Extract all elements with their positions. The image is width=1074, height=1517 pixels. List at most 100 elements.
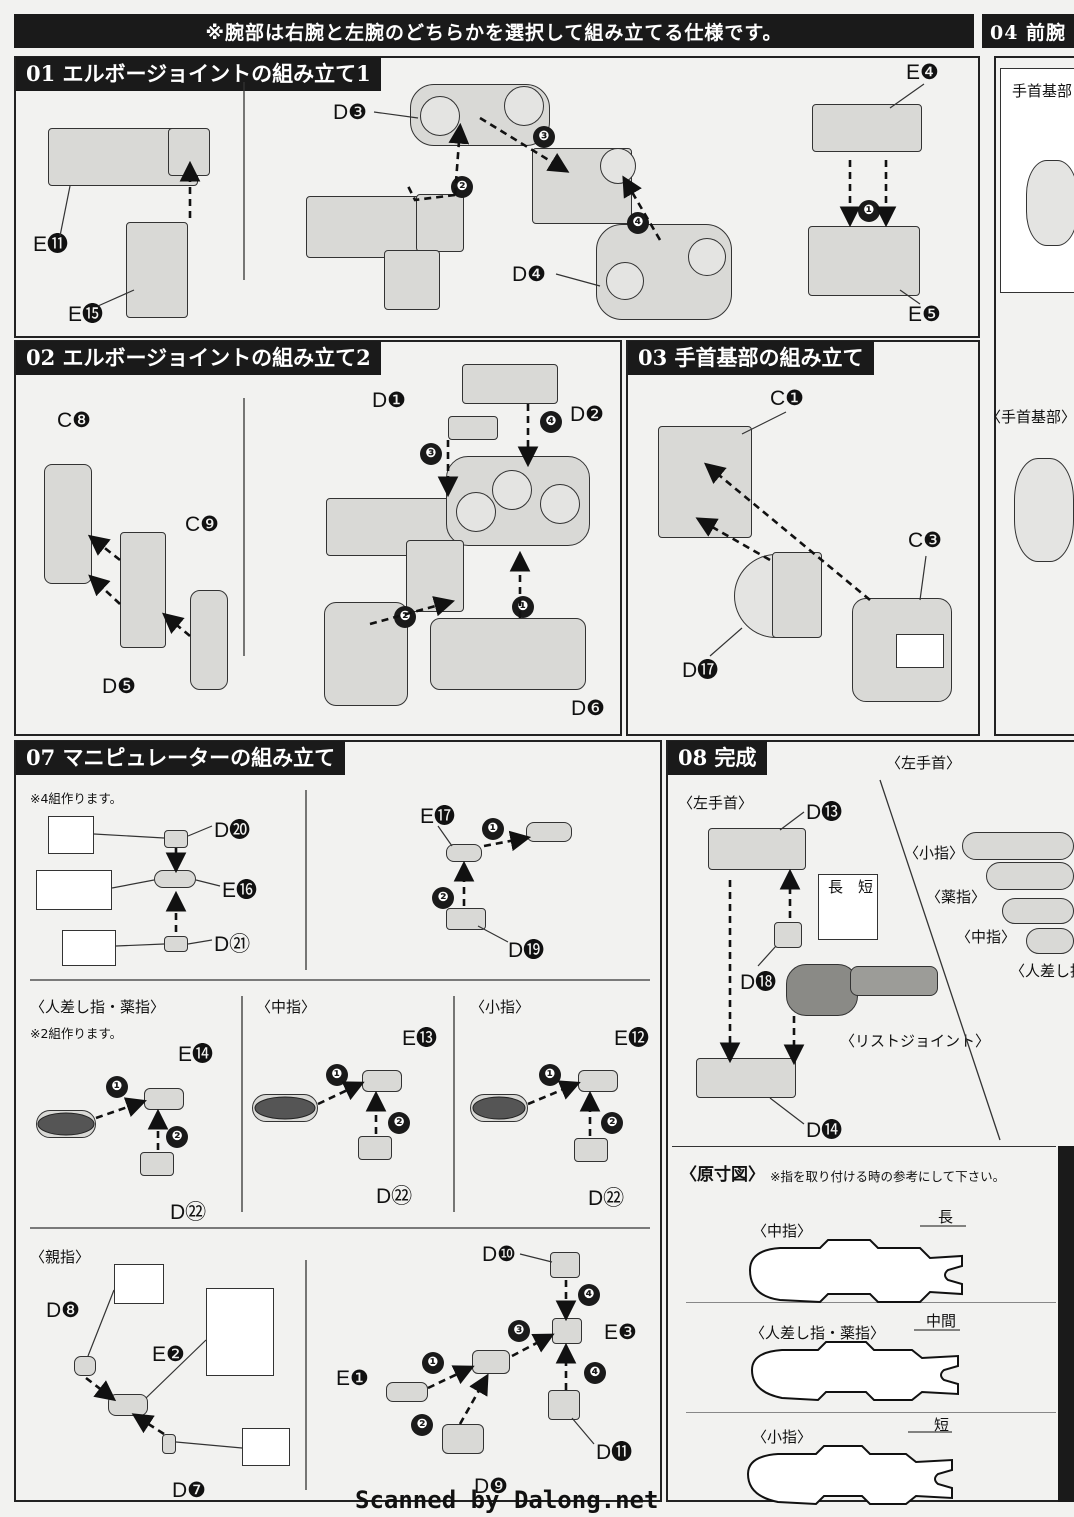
part-label-C3: C❸ bbox=[908, 529, 942, 552]
leader-box-d7 bbox=[175, 1441, 243, 1449]
detail-box-d20 bbox=[48, 816, 94, 854]
ring-finger-assembled bbox=[986, 862, 1074, 890]
section-01-title: 01 エルボージョイントの組み立て1 bbox=[16, 57, 381, 91]
leader-d14 bbox=[769, 1097, 805, 1125]
size-index-tag: 中間 bbox=[926, 1312, 957, 1330]
leader-e5 bbox=[899, 289, 921, 305]
part-label-D8: D❽ bbox=[46, 1299, 80, 1322]
leader-d17 bbox=[709, 627, 743, 657]
step-badge-2: ❷ bbox=[388, 1112, 410, 1134]
size-middle-finger-outline bbox=[748, 1239, 963, 1304]
arrow-3 bbox=[479, 116, 570, 173]
step-badge-1: ❶ bbox=[482, 818, 504, 840]
actual-size-divider bbox=[672, 1146, 1056, 1147]
middle-finger-cap bbox=[358, 1136, 392, 1160]
length-key-long: 長 bbox=[828, 878, 844, 896]
e1-part bbox=[386, 1382, 428, 1402]
step-badge-3: ❸ bbox=[533, 126, 555, 148]
leader-e17 bbox=[437, 825, 453, 847]
section-07-title: 07 マニピュレーターの組み立て bbox=[16, 741, 346, 775]
part-label-C8: C❽ bbox=[57, 409, 91, 432]
d20-part bbox=[164, 830, 188, 848]
step-badge-2: ❷ bbox=[601, 1112, 623, 1134]
d11-part bbox=[548, 1390, 580, 1420]
arrow-mid-1 bbox=[317, 1081, 365, 1106]
detail-box-e16 bbox=[36, 870, 112, 910]
d5-part bbox=[120, 532, 166, 648]
detail-box-d8 bbox=[114, 1264, 164, 1304]
d6-part bbox=[430, 618, 586, 690]
step-badge-4: ❹ bbox=[578, 1284, 600, 1306]
middle-finger-label: 〈中指〉 bbox=[956, 928, 1017, 946]
left-wrist-label: 〈左手首〉 bbox=[678, 794, 754, 812]
leader-box-d20 bbox=[93, 833, 165, 839]
arrow-e1 bbox=[427, 1365, 475, 1390]
ring-finger-label: 〈薬指〉 bbox=[926, 888, 987, 906]
d18-part bbox=[774, 922, 802, 948]
part-label-D13: D⓭ bbox=[806, 801, 843, 824]
next-section-banner: 04 前腕 bbox=[982, 14, 1074, 48]
elbow-socket-mid bbox=[492, 470, 532, 510]
leader-d11 bbox=[571, 1417, 595, 1445]
c9-part bbox=[190, 590, 228, 690]
detail-box-d7 bbox=[242, 1428, 290, 1466]
leader-box-d21 bbox=[115, 943, 165, 947]
actual-size-note: ※指を取り付ける時の参考にして下さい。 bbox=[770, 1169, 1006, 1184]
part-label-D5: D❺ bbox=[102, 675, 136, 698]
step-badge-2: ❷ bbox=[394, 606, 416, 628]
d2-part bbox=[462, 364, 558, 404]
part-label-E11: E⓫ bbox=[33, 233, 69, 256]
section-03-title: 03 手首基部の組み立て bbox=[628, 341, 874, 375]
step-badge-1: ❶ bbox=[106, 1076, 128, 1098]
thumb-joint-part bbox=[472, 1350, 510, 1374]
arrow-2-d3 bbox=[406, 128, 460, 202]
part-label-E12: E⓬ bbox=[614, 1027, 650, 1050]
d21-part bbox=[164, 936, 188, 952]
leader-d19 bbox=[477, 925, 509, 943]
step-badge-4: ❹ bbox=[627, 212, 649, 234]
part-label-D2: D❷ bbox=[570, 403, 604, 426]
leader-d20 bbox=[187, 825, 213, 837]
leader-box-e2 bbox=[145, 1339, 207, 1399]
part-label-E2: E❷ bbox=[152, 1343, 185, 1366]
middle-finger-shade bbox=[254, 1096, 316, 1120]
d4-right-socket bbox=[688, 238, 726, 276]
little-finger-assembled bbox=[962, 832, 1074, 860]
d9-part bbox=[442, 1424, 484, 1454]
size-index-label: 〈人差し指・薬指〉 bbox=[750, 1324, 886, 1342]
leader-box-d8 bbox=[87, 1289, 115, 1357]
arrow-d5-c8-a bbox=[87, 534, 121, 562]
leader-e11 bbox=[59, 185, 71, 237]
next-section-banner-text: 04 前腕 bbox=[990, 21, 1067, 44]
part-label-D21: D㉑ bbox=[214, 933, 251, 956]
size-little-tag: 短 bbox=[934, 1416, 950, 1434]
part-label-E1: E❶ bbox=[336, 1367, 369, 1390]
part-label-D10: D❿ bbox=[482, 1243, 516, 1266]
size-middle-label: 〈中指〉 bbox=[752, 1222, 813, 1240]
actual-size-title-text: 〈原寸図〉 bbox=[680, 1165, 765, 1185]
part-label-D7: D❼ bbox=[172, 1479, 206, 1502]
step-badge-1: ❶ bbox=[539, 1064, 561, 1086]
part-label-D19: D⓳ bbox=[508, 939, 545, 962]
d3-right-socket bbox=[504, 86, 544, 126]
ring-finger-assembled-2 bbox=[1002, 898, 1074, 924]
arrow-c3-c1 bbox=[703, 462, 871, 602]
size-little-finger-outline bbox=[746, 1445, 953, 1506]
step-badge-2: ❷ bbox=[411, 1414, 433, 1436]
leader-e16 bbox=[195, 879, 221, 887]
wrist-base-top-label: 手首基部 bbox=[1012, 82, 1073, 100]
part-label-D3: D❸ bbox=[333, 101, 367, 124]
wrist-base-mid-drum bbox=[1014, 458, 1074, 562]
little-finger-label: 〈小指〉 bbox=[904, 844, 965, 862]
arrow-d5-c8-b bbox=[88, 574, 121, 605]
wrist-joint-barrel bbox=[850, 966, 938, 996]
part-label-D22-index: D㉒ bbox=[170, 1201, 207, 1224]
leader-c3 bbox=[919, 555, 927, 601]
top-banner-text: ※腕部は右腕と左腕のどちらかを選択して組み立てる仕様です。 bbox=[205, 21, 783, 44]
part-label-D22-little: D㉒ bbox=[588, 1187, 625, 1210]
d17-flange bbox=[772, 552, 822, 638]
part-label-C9: C❾ bbox=[185, 513, 219, 536]
note-2-sets: ※2組作ります。 bbox=[30, 1026, 123, 1041]
d19-part bbox=[446, 908, 486, 930]
index-finger-cap bbox=[140, 1152, 174, 1176]
